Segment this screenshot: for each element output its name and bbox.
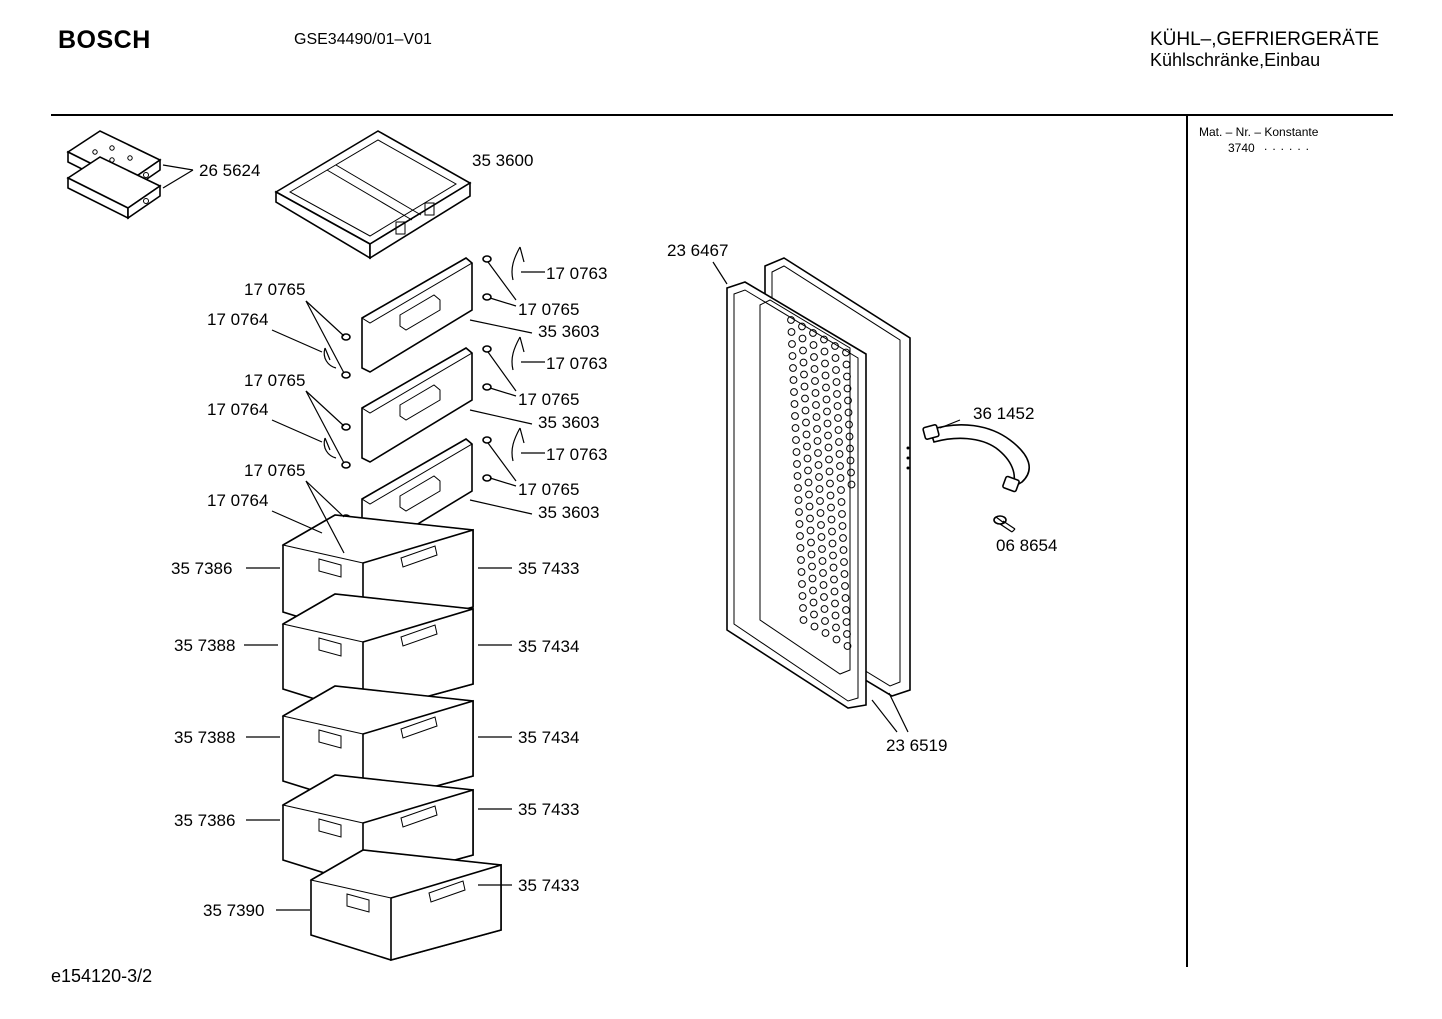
- drawer-part: [281, 685, 474, 808]
- part-label-170764-a: 17 0764: [207, 310, 268, 329]
- category-title: KÜHL–,GEFRIERGERÄTE: [1150, 29, 1380, 50]
- part-label-357434-b: 35 7434: [518, 728, 579, 747]
- part-label-170764-c: 17 0764: [207, 491, 268, 510]
- door-handle-part: [922, 419, 1030, 493]
- part-label-353603-c: 35 3603: [538, 503, 599, 522]
- door-flap-group: [323, 246, 525, 560]
- mat-nr-value: 3740: [1228, 141, 1255, 155]
- part-label-236519: 23 6519: [886, 736, 947, 755]
- part-label-353603-a: 35 3603: [538, 322, 599, 341]
- part-label-357390: 35 7390: [203, 901, 264, 920]
- part-label-236467: 23 6467: [667, 241, 728, 260]
- part-label-170765-rc: 17 0765: [518, 480, 579, 499]
- clip-icon: [482, 436, 492, 444]
- part-label-170763-b: 17 0763: [546, 354, 607, 373]
- part-label-265624: 26 5624: [199, 161, 260, 180]
- clip-icon: [482, 383, 492, 391]
- spring-icon: [511, 336, 525, 371]
- part-label-357434-a: 35 7434: [518, 637, 579, 656]
- part-label-170765-ra: 17 0765: [518, 300, 579, 319]
- door-flap-part: [323, 336, 525, 469]
- side-panel-divider: [1186, 115, 1188, 967]
- header-divider: [51, 114, 1393, 116]
- clip-icon: [482, 474, 492, 482]
- part-label-170764-b: 17 0764: [207, 400, 268, 419]
- leader-lines: [244, 261, 545, 911]
- mat-nr-dots: ......: [1264, 139, 1315, 153]
- clip-icon: [482, 255, 492, 263]
- part-label-357386-b: 35 7386: [174, 811, 235, 830]
- part-label-357433-c: 35 7433: [518, 876, 579, 895]
- part-label-357388-b: 35 7388: [174, 728, 235, 747]
- drawer-group: [281, 514, 502, 962]
- clip-icon: [482, 345, 492, 353]
- mat-nr-label: Mat. – Nr. – Konstante: [1199, 125, 1319, 139]
- part-label-170765-lb: 17 0765: [244, 371, 305, 390]
- part-label-170765-rb: 17 0765: [518, 390, 579, 409]
- drawer-handle-icon: [428, 880, 466, 903]
- model-number: GSE34490/01–V01: [294, 31, 432, 48]
- part-label-357388-a: 35 7388: [174, 636, 235, 655]
- part-label-068654: 06 8654: [996, 536, 1057, 555]
- drawer-part: [281, 593, 474, 716]
- shelf-tray-part: [274, 130, 472, 260]
- spring-icon: [511, 427, 525, 462]
- category-subtitle: Kühlschränke,Einbau: [1150, 50, 1321, 70]
- clip-icon: [341, 371, 351, 379]
- brand-logo: BOSCH: [58, 26, 151, 54]
- part-label-170765-la: 17 0765: [244, 280, 305, 299]
- drawer-handle-icon: [400, 624, 438, 647]
- spring-icon: [511, 246, 525, 281]
- part-label-361452: 36 1452: [973, 404, 1034, 423]
- clip-icon: [482, 293, 492, 301]
- drawer-handle-icon: [400, 805, 438, 828]
- part-label-357386-a: 35 7386: [171, 559, 232, 578]
- part-label-357433-b: 35 7433: [518, 800, 579, 819]
- part-label-353603-b: 35 3603: [538, 413, 599, 432]
- part-label-170763-a: 17 0763: [546, 264, 607, 283]
- drawer-handle-icon: [400, 716, 438, 739]
- part-label-170765-lc: 17 0765: [244, 461, 305, 480]
- spring-icon: [323, 437, 337, 459]
- screw-part: [993, 515, 1016, 533]
- part-label-357433-a: 35 7433: [518, 559, 579, 578]
- freezer-door-part: [712, 257, 911, 733]
- door-embossing-pattern: [787, 316, 856, 650]
- drawer-part: [309, 849, 502, 962]
- document-reference: e154120-3/2: [51, 966, 153, 986]
- door-flap-part: [323, 246, 525, 379]
- part-label-170763-c: 17 0763: [546, 445, 607, 464]
- clip-icon: [341, 461, 351, 469]
- part-label-353600: 35 3600: [472, 151, 533, 170]
- spring-icon: [323, 347, 337, 369]
- drawer-handle-icon: [400, 545, 438, 568]
- hinge-plate-part: [66, 130, 194, 220]
